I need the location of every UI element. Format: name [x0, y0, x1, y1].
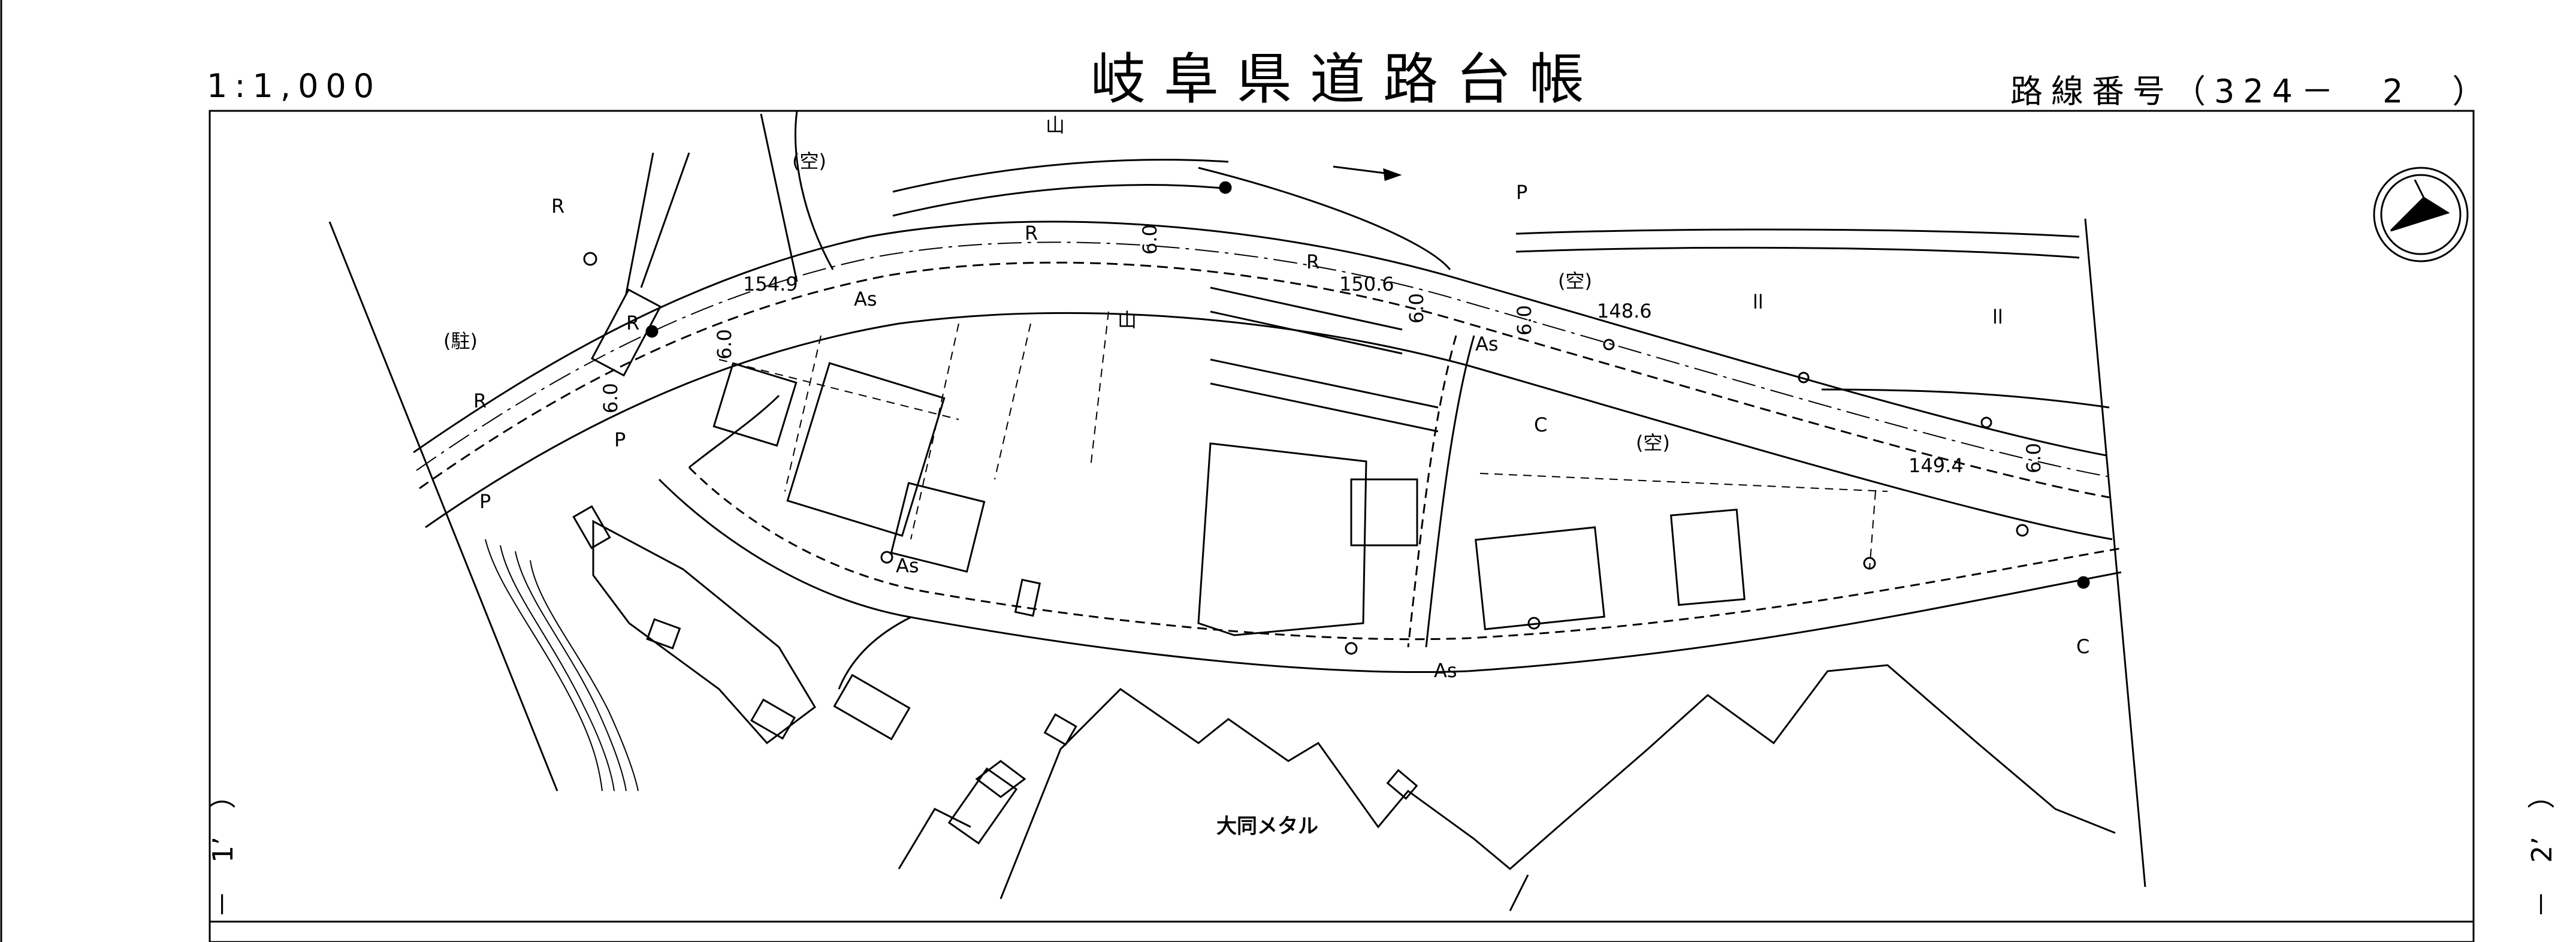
- road-mark-label: R: [473, 390, 487, 412]
- retaining-walls: [892, 159, 2110, 433]
- elevation-label: 150.6: [1339, 273, 1394, 295]
- north-arrow-icon: [2373, 167, 2469, 262]
- elevation-label: 149.4: [1908, 454, 1964, 477]
- elevation-label: 148.6: [1597, 300, 1652, 322]
- route-number: 路線番号（324－ 2 ）: [2010, 73, 2493, 110]
- land-use-label: ll: [1753, 291, 1763, 313]
- surface-label: As: [1434, 659, 1457, 682]
- road-mark-label: P: [1516, 181, 1527, 204]
- page-title: 岐阜県道路台帳: [1091, 47, 1603, 111]
- surface-label: As: [896, 554, 919, 577]
- land-use-label: 山: [1118, 309, 1137, 331]
- land-use-label: (駐): [443, 330, 478, 352]
- factory-outline: [898, 664, 2116, 911]
- surface-label: As: [854, 288, 877, 310]
- sheet-cut-right: [2084, 218, 2146, 887]
- road-mark-label: C: [2076, 635, 2089, 658]
- road-mark-label: R: [1306, 250, 1319, 273]
- lower-road: [658, 466, 2122, 690]
- flow-arrow-icon: [1333, 165, 1402, 182]
- road-mark-label: P: [479, 490, 491, 513]
- road-mark-label: C: [1534, 413, 1547, 436]
- road-width-label: 6.0: [1405, 293, 1428, 324]
- company-label: 大同メタル: [1216, 814, 1318, 838]
- road-width-label: 6.0: [1138, 224, 1161, 255]
- side-streets: [625, 110, 1475, 648]
- map-frame: [209, 110, 2475, 942]
- elevation-label: 154.9: [743, 273, 798, 295]
- land-use-label: (空): [792, 150, 826, 173]
- land-use-label: ll: [1992, 306, 2003, 328]
- map-scale: 1:1,000: [207, 67, 382, 105]
- road-mark-label: P: [614, 428, 626, 451]
- contour-lines: [485, 539, 639, 792]
- road-mark-label: R: [626, 312, 639, 334]
- road-width-label: 6.0: [2022, 443, 2045, 473]
- road-width-label: 6.0: [599, 383, 622, 413]
- land-use-label: (空): [1558, 270, 1592, 292]
- road-width-label: 6.0: [1513, 305, 1536, 336]
- property-lines: [718, 311, 1888, 570]
- sheet-cut-left: [328, 221, 558, 792]
- main-road: [413, 221, 2113, 541]
- land-use-label: 山: [1046, 114, 1065, 137]
- land-use-label: (空): [1636, 431, 1670, 454]
- road-width-label: 6.0: [713, 329, 736, 360]
- road-mark-label: R: [551, 195, 564, 218]
- road-mark-label: R: [1025, 222, 1038, 244]
- buildings: [572, 288, 1745, 845]
- utility-markers: [583, 181, 2090, 655]
- surface-label: As: [1475, 333, 1499, 355]
